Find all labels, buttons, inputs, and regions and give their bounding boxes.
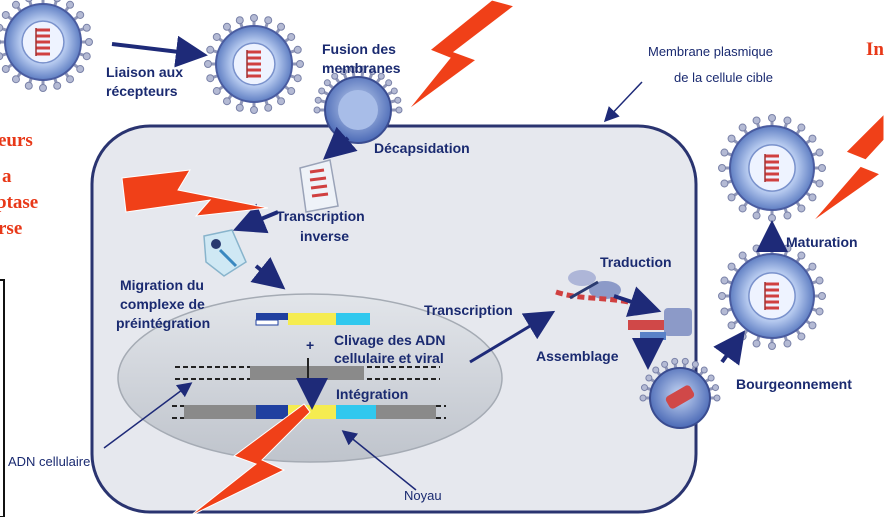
arrow-rt xyxy=(232,203,279,234)
bolt-protease-icon xyxy=(811,113,884,223)
cropped-left-1: eurs xyxy=(0,130,33,151)
bolt-rt-icon xyxy=(121,169,269,217)
label-clivage-1: Clivage des ADN xyxy=(334,332,446,348)
fusing-virion-spikes xyxy=(313,65,403,114)
virion-free xyxy=(0,0,93,92)
arrow-uncoating xyxy=(322,126,358,160)
assembly-proteins xyxy=(628,308,692,340)
cropped-right-1: In xyxy=(866,39,884,60)
label-migration-2: complexe de xyxy=(120,296,205,312)
process-arrows xyxy=(103,35,788,491)
label-fusion-1: Fusion des xyxy=(322,41,396,57)
label-maturation: Maturation xyxy=(786,234,858,250)
arrow-migration xyxy=(250,257,286,290)
label-membrane-1: Membrane plasmique xyxy=(648,44,773,59)
label-transcription: Transcription xyxy=(424,302,513,318)
arrow-transcription xyxy=(469,310,556,364)
cropped-left-box xyxy=(0,279,5,518)
arrow-binding xyxy=(111,35,208,68)
virion-mature xyxy=(718,242,826,350)
virion-released xyxy=(718,114,826,222)
label-membrane-2: de la cellule cible xyxy=(674,70,773,85)
label-liaison-2: récepteurs xyxy=(106,83,178,99)
viral-dna-top xyxy=(255,313,370,326)
label-clivage-2: cellulaire et viral xyxy=(334,350,444,366)
bolt-fusion-icon xyxy=(407,0,516,111)
label-transcription-inverse-2: inverse xyxy=(300,228,349,244)
label-migration-1: Migration du xyxy=(120,277,204,293)
pointer-noyau xyxy=(341,430,417,491)
bolt-integrase-icon xyxy=(189,403,311,517)
fusing-virion xyxy=(313,65,403,144)
label-liaison-1: Liaison aux xyxy=(106,64,183,80)
label-noyau: Noyau xyxy=(404,488,442,503)
label-decapsidation: Décapsidation xyxy=(374,140,470,156)
preintegration-complex xyxy=(203,229,247,277)
label-migration-3: préintégration xyxy=(116,315,210,331)
pointer-adn xyxy=(103,382,193,449)
label-integration: Intégration xyxy=(336,386,408,402)
label-traduction: Traduction xyxy=(600,254,672,270)
arrow-translation xyxy=(613,286,662,317)
label-adn-cellulaire: ADN cellulaire xyxy=(8,454,90,469)
label-assemblage: Assemblage xyxy=(536,348,619,364)
cropped-left-4: rse xyxy=(0,218,22,239)
pointer-membrane xyxy=(603,81,643,123)
virion-binding xyxy=(204,14,304,114)
uncoated-capsid xyxy=(299,159,339,213)
label-plus: + xyxy=(306,337,314,353)
arrow-budding xyxy=(713,330,746,366)
ribosome xyxy=(555,270,641,307)
label-transcription-inverse-1: Transcription xyxy=(276,208,365,224)
label-fusion-2: membranes xyxy=(322,60,401,76)
cropped-left-3: ptase xyxy=(0,192,38,213)
label-bourgeonnement: Bourgeonnement xyxy=(736,376,852,392)
cropped-left-2: a xyxy=(2,166,12,187)
